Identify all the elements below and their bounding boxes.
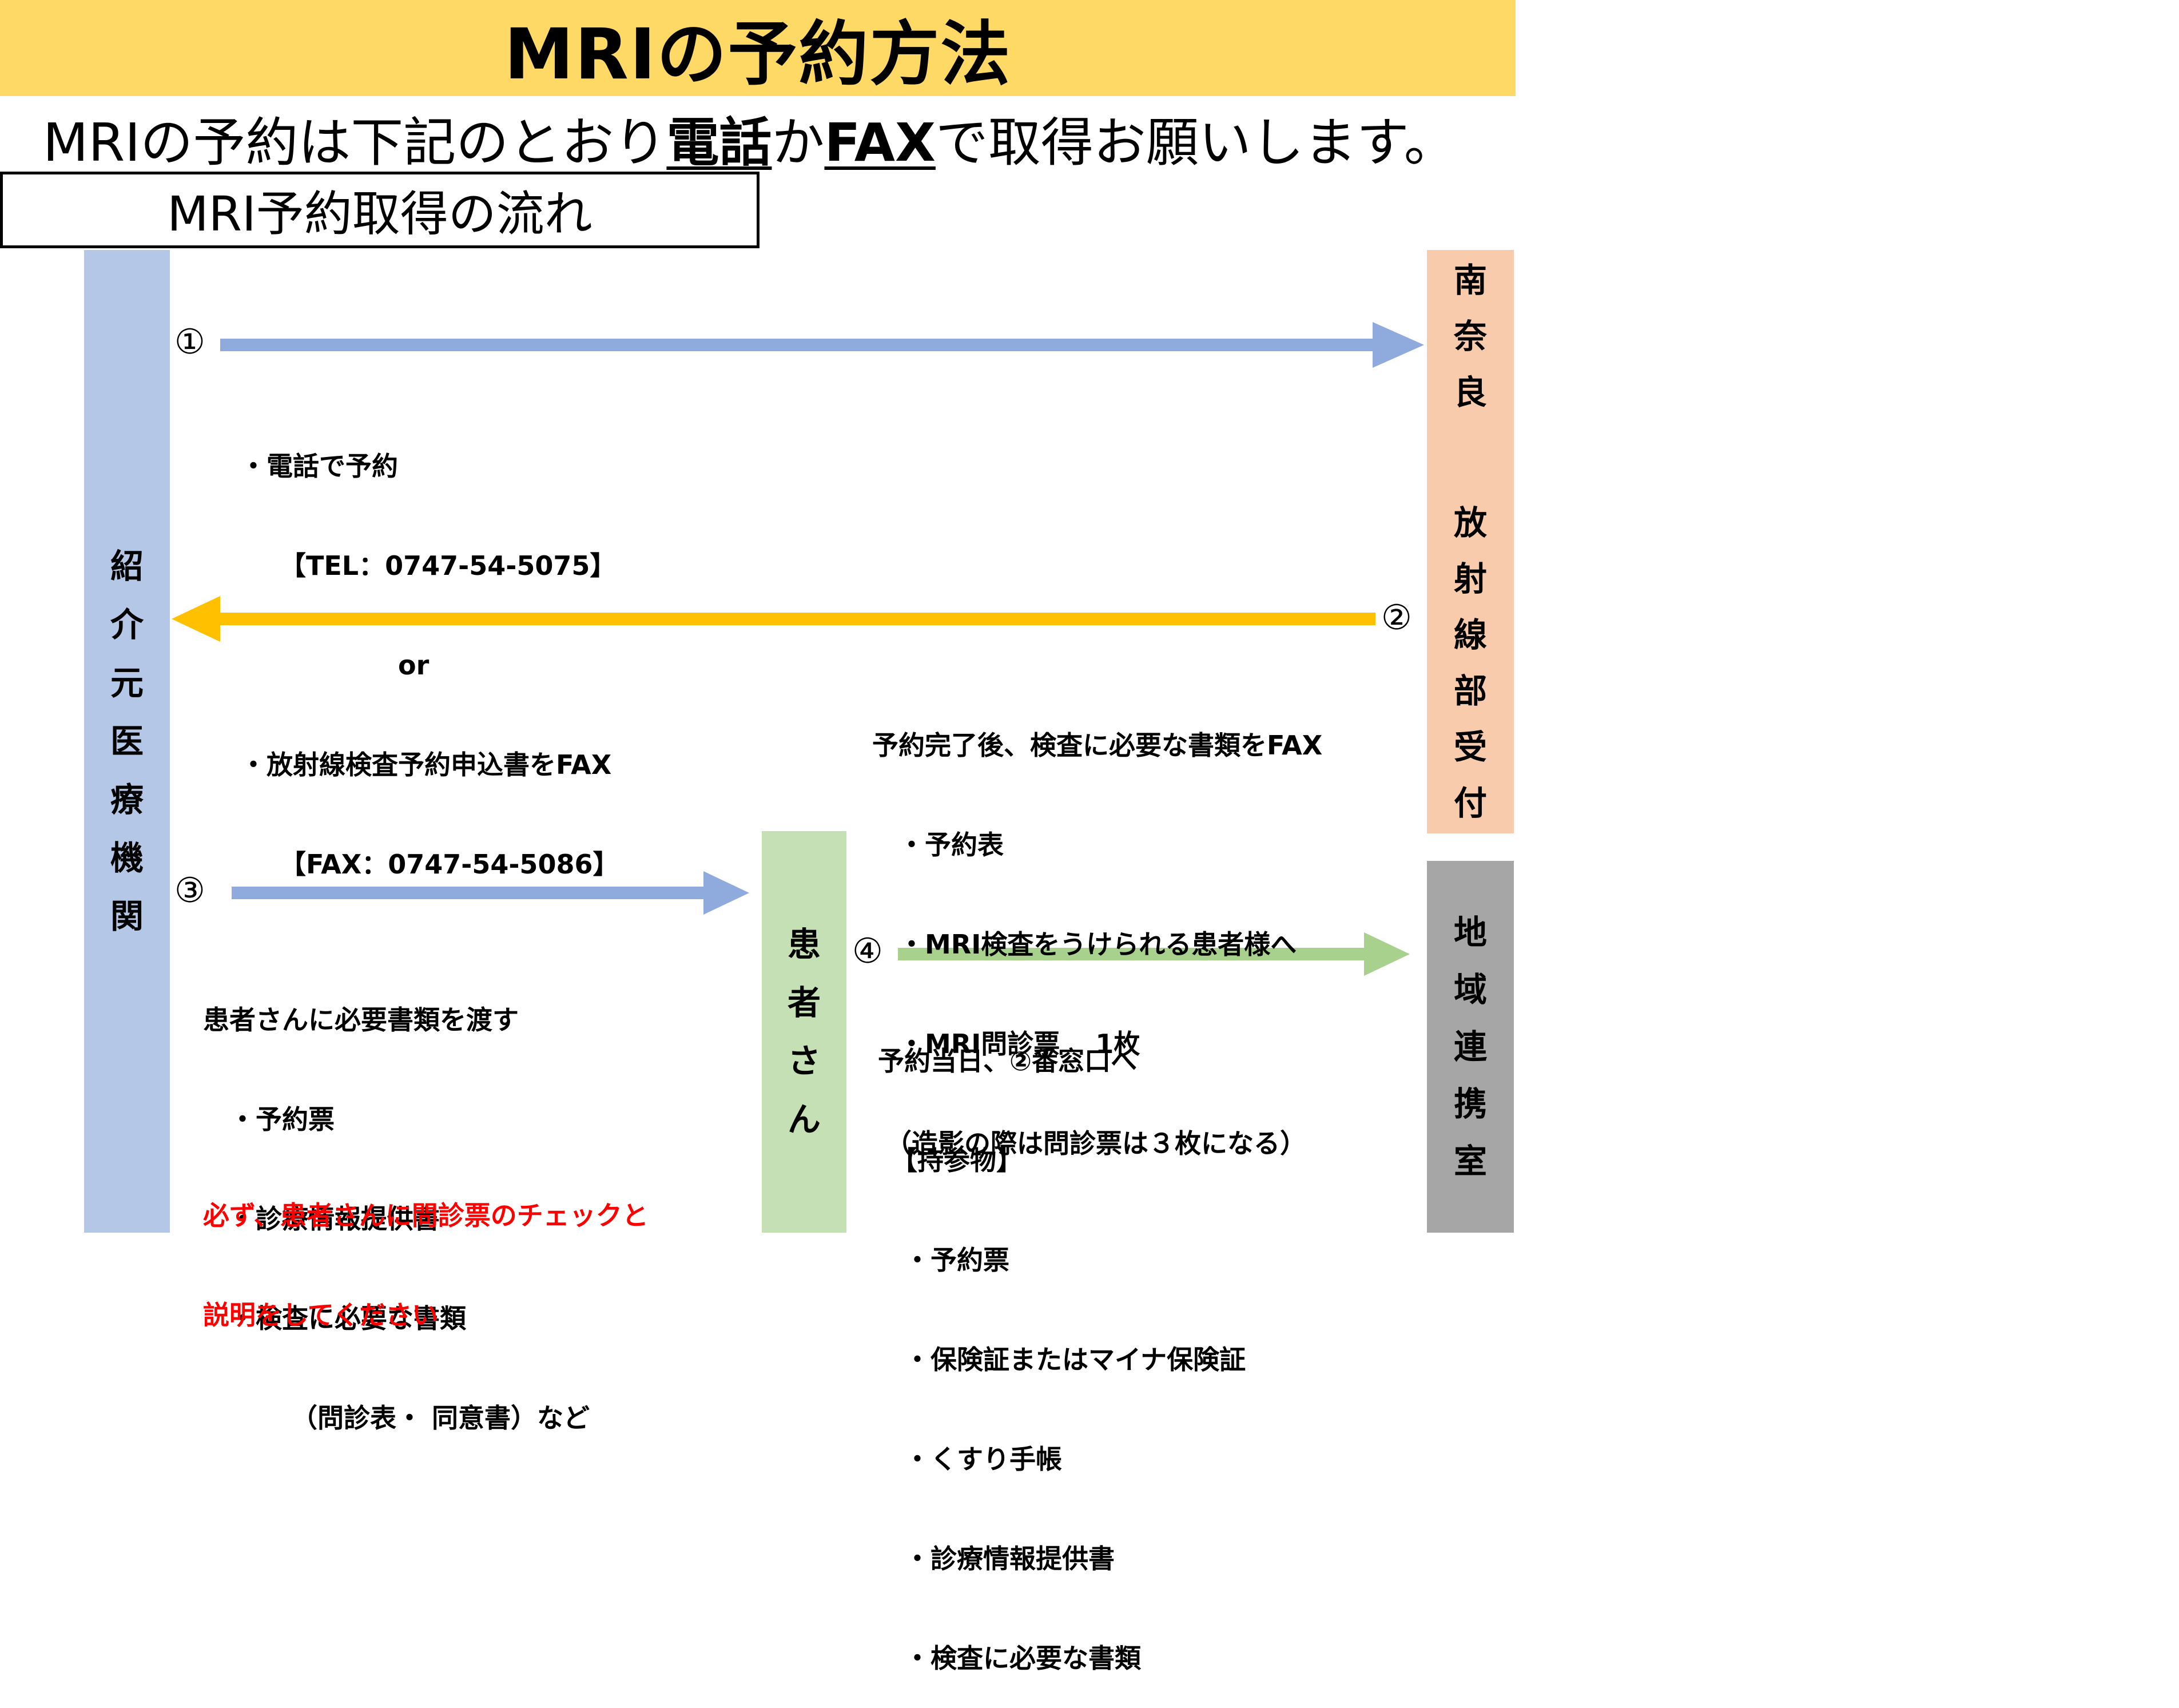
column-char: 域: [1453, 970, 1487, 1009]
column-char: 介: [110, 605, 144, 644]
note-line: ・予約票: [203, 1104, 335, 1135]
column-char: 携: [1453, 1085, 1487, 1123]
column-char: さ: [787, 1042, 821, 1081]
step3-number: ③: [174, 871, 205, 911]
column-char: 放: [1453, 503, 1487, 542]
arrow-step1-head: [1373, 322, 1424, 368]
patient-column: 患 者 さ ん: [762, 831, 846, 1233]
note-line: ・予約表: [872, 829, 1004, 860]
column-char: 医: [110, 722, 144, 761]
arrow-step1: [220, 322, 1424, 368]
note-line: （造影の際は問診票は３枚になる）: [872, 1128, 1306, 1159]
note-line: ・電話で予約: [240, 451, 398, 482]
note-line: （問診表・ 同意書）など: [203, 1403, 590, 1433]
column-char: 紹: [110, 547, 144, 586]
note-line: 【FAX：0747-54-5086】: [240, 849, 619, 880]
column-char: 射: [1453, 559, 1487, 598]
column-char: 室: [1453, 1142, 1487, 1181]
flow-heading-box: MRI予約取得の流れ: [0, 172, 760, 248]
arrow-step4: [898, 932, 1410, 976]
page-title: MRIの予約方法: [504, 13, 1012, 95]
column-char: 線: [1453, 615, 1487, 654]
step1-number: ①: [174, 322, 205, 362]
note-line: ・予約票: [878, 1245, 1009, 1276]
arrow-step3: [232, 871, 749, 915]
subtitle-mid: か: [772, 112, 825, 173]
flow-arrows: [172, 322, 1424, 976]
note-line: 患者さんに必要書類を渡す: [203, 1004, 519, 1035]
step2-number: ②: [1381, 598, 1412, 638]
warning-line: 必ず、患者さんに問診票のチェックと: [203, 1200, 649, 1231]
column-char: 付: [1453, 784, 1487, 823]
column-char: 部: [1453, 672, 1487, 710]
column-char: 元: [110, 664, 144, 702]
subtitle-phone: 電話: [666, 112, 772, 173]
note-line: ・MRI検査をうけられる患者様へ: [872, 929, 1297, 960]
title-bar: MRIの予約方法: [0, 0, 1516, 96]
column-char: 受: [1453, 728, 1487, 766]
column-char: 者: [787, 983, 821, 1022]
subtitle-post: で取得お願いします。: [935, 112, 1457, 173]
step4-number: ④: [852, 931, 883, 971]
note-line: 【持参物】: [878, 1145, 1023, 1176]
regional-liaison-column: 地 域 連 携 室: [1427, 861, 1514, 1233]
note-line: or: [240, 650, 430, 681]
referring-institution-column: 紹 介 元 医 療 機 関: [84, 250, 170, 1233]
arrow-step2: [172, 596, 1375, 642]
arrow-step2-head: [172, 596, 220, 642]
warning-line: 説明をしてください: [203, 1300, 439, 1330]
column-char: 機: [110, 839, 144, 877]
column-char: 奈: [1453, 317, 1487, 356]
column-char: 地: [1453, 913, 1487, 952]
column-char: 患: [787, 925, 821, 964]
column-char: ん: [787, 1100, 821, 1139]
note-line: 予約当日、②番窓口へ: [878, 1046, 1137, 1077]
step2-notes: 予約完了後、検査に必要な書類をFAX ・予約表 ・MRI検査をうけられる患者様へ…: [872, 662, 1322, 1193]
note-line: ・保険証またはマイナ保険証: [878, 1344, 1246, 1375]
flow-heading: MRI予約取得の流れ: [167, 185, 593, 242]
column-char: 療: [110, 780, 144, 819]
note-line: ・診療情報提供書: [878, 1543, 1115, 1574]
arrow-step4-head: [1364, 932, 1410, 976]
subtitle: MRIの予約は下記のとおり電話かFAXで取得お願いします。: [43, 100, 1457, 176]
column-char: 南: [1453, 261, 1487, 300]
column-char: 良: [1453, 373, 1487, 412]
note-line: ・くすり手帳: [878, 1444, 1062, 1475]
step3-warning: 必ず、患者さんに問診票のチェックと 説明をしてください: [203, 1133, 649, 1365]
note-line: 【TEL：0747-54-5075】: [240, 550, 617, 581]
note-line: ・MRI問診票 1枚: [872, 1028, 1140, 1059]
step1-notes: ・電話で予約 【TEL：0747-54-5075】 or ・放射線検査予約申込書…: [240, 383, 619, 914]
subtitle-pre: MRIの予約は下記のとおり: [43, 112, 667, 173]
column-char: 連: [1453, 1027, 1487, 1066]
column-char: 関: [110, 897, 144, 936]
note-line: ・検査に必要な書類: [878, 1643, 1141, 1674]
radiology-reception-column: 南 奈 良 放 射 線 部 受 付: [1427, 250, 1514, 833]
note-line: ・放射線検査予約申込書をFAX: [240, 749, 612, 780]
arrow-step3-head: [703, 871, 749, 915]
note-line: 予約完了後、検査に必要な書類をFAX: [872, 730, 1323, 761]
subtitle-fax: FAX: [824, 112, 936, 173]
step4-notes: 予約当日、②番窓口へ 【持参物】 ・予約票 ・保険証またはマイナ保険証 ・くすり…: [878, 978, 1246, 1708]
note-line: ・診療情報提供書: [203, 1203, 440, 1234]
